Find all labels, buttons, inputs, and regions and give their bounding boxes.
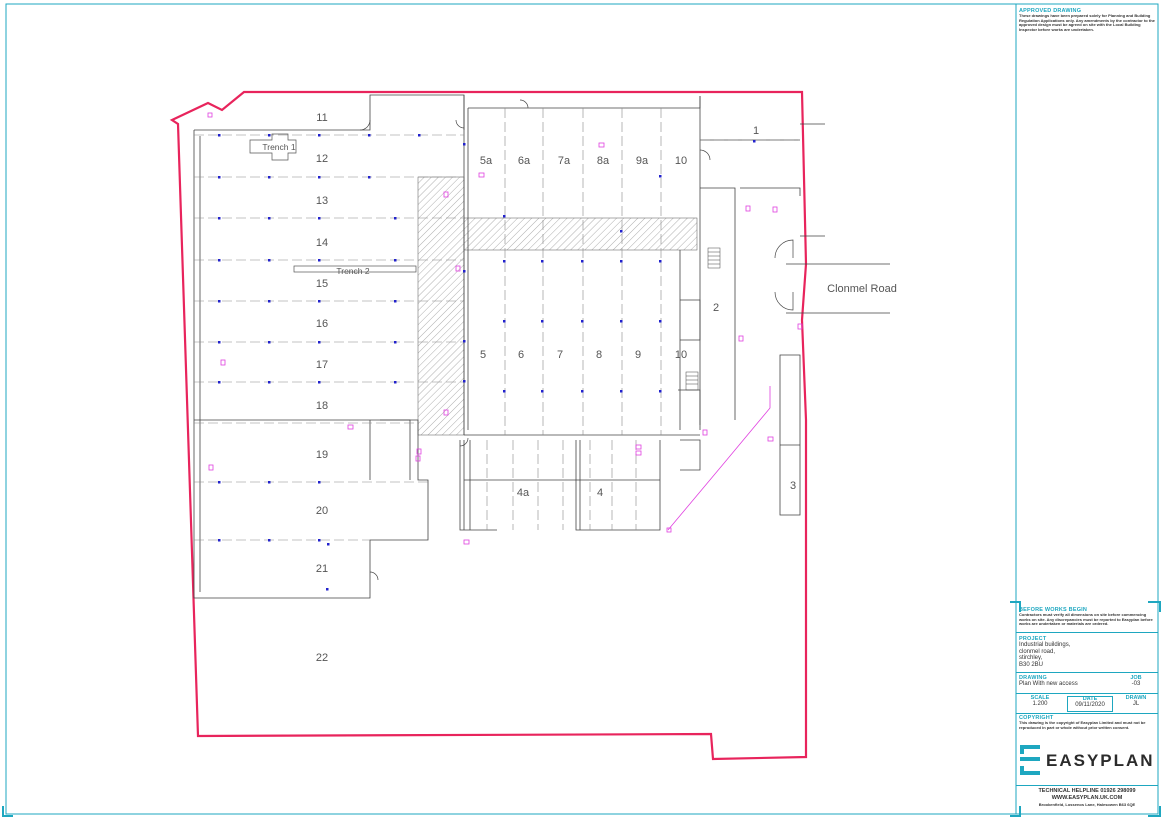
project-line: Industrial buildings, (1019, 642, 1071, 648)
unit-label: 14 (316, 237, 328, 249)
job-heading: JOB (1130, 675, 1142, 681)
unit-label: 8 (596, 349, 602, 361)
hatched-area-corridor (463, 217, 698, 251)
unit-label: 5a (480, 155, 493, 167)
trench-2-outline (293, 265, 417, 273)
date-value: 09/11/2020 (1075, 702, 1105, 708)
corner-marks (2, 601, 1161, 817)
project-section: PROJECT Industrial buildings, clonmel ro… (1019, 636, 1155, 668)
unit-label: 11 (316, 112, 327, 124)
divider (1016, 713, 1158, 714)
unit-label: 15 (316, 278, 328, 290)
address: Brookenfield, Lossenos Lane, Halesowen B… (1038, 802, 1136, 807)
date-cell-border (1067, 696, 1113, 712)
unit-labels: 11 12 13 14 15 16 17 18 19 20 21 22 5a 6… (316, 112, 796, 664)
easyplan-logo-icon (1020, 745, 1040, 775)
divider (1016, 693, 1158, 694)
unit-label: 1 (753, 125, 759, 137)
unit-label: 17 (316, 359, 328, 371)
unit-label: 7 (557, 349, 563, 361)
job-value: -03 (1131, 681, 1141, 687)
hatched-area-west (417, 176, 465, 436)
trench-1-label: Trench 1 (262, 142, 296, 152)
helpline: TECHNICAL HELPLINE 01926 298099 (1038, 788, 1136, 794)
divider (1016, 672, 1158, 673)
website: WWW.EASYPLAN.UK.COM (1051, 795, 1123, 801)
unit-label: 18 (316, 400, 328, 412)
easyplan-logo: EASYPLAN (1046, 751, 1155, 770)
sheet-border (5, 3, 1159, 815)
unit-label: 4a (517, 487, 530, 499)
drawn-value: JL (1132, 701, 1140, 707)
site-boundary (169, 90, 808, 761)
project-line: B30 2BU (1019, 661, 1044, 668)
unit-label: 20 (316, 505, 328, 517)
before-heading: BEFORE WORKS BEGIN (1019, 607, 1088, 613)
unit-label: 21 (316, 563, 328, 575)
unit-label: 9a (636, 155, 649, 167)
stairs (685, 247, 721, 391)
date-heading: DATE (1082, 696, 1098, 702)
unit-label: 19 (316, 449, 328, 461)
approved-heading: APPROVED DRAWING (1019, 8, 1082, 14)
unit-label: 13 (316, 195, 328, 207)
divider (1016, 785, 1158, 786)
drawing-section: DRAWING Plan With new access (1019, 675, 1119, 688)
scale-cell: SCALE 1.200 (1020, 695, 1060, 707)
copyright-text: This drawing is the copyright of Easypla… (1019, 720, 1146, 730)
unit-label: 4 (597, 487, 603, 499)
unit-label: 8a (597, 155, 610, 167)
before-text: Contractors must verify all dimensions o… (1019, 612, 1153, 627)
drawn-heading: DRAWN (1125, 695, 1147, 701)
level-markers (207, 112, 803, 545)
building-walls (193, 94, 890, 599)
new-access-route (667, 386, 771, 531)
unit-label: 10 (675, 349, 687, 361)
unit-label: 9 (635, 349, 641, 361)
unit-label: 10 (675, 155, 687, 167)
unit-label: 12 (316, 153, 328, 165)
divider (1016, 632, 1158, 633)
unit-label: 6 (518, 349, 524, 361)
unit-label: 22 (316, 652, 328, 664)
copyright-section: COPYRIGHT This drawing is the copyright … (1019, 715, 1155, 730)
unit-label: 5 (480, 349, 486, 361)
footer: TECHNICAL HELPLINE 01926 298099 WWW.EASY… (1016, 788, 1158, 808)
trench-2-label: Trench 2 (336, 266, 370, 276)
before-works-section: BEFORE WORKS BEGIN Contractors must veri… (1019, 607, 1155, 627)
trench-1-outline (249, 133, 297, 161)
unit-label: 7a (558, 155, 571, 167)
unit-label: 2 (713, 302, 719, 314)
approved-drawing-section: APPROVED DRAWING These drawings have bee… (1019, 8, 1155, 32)
date-cell: DATE 09/11/2020 (1067, 696, 1113, 708)
drawing-value: Plan With new access (1019, 681, 1078, 687)
approved-text: These drawings have been prepared solely… (1019, 13, 1155, 32)
door-swings (359, 99, 794, 581)
project-line: stirchley, (1019, 655, 1043, 662)
copyright-heading: COPYRIGHT (1019, 715, 1054, 721)
scale-heading: SCALE (1030, 695, 1050, 701)
job-section: JOB -03 (1118, 675, 1154, 687)
scale-value: 1.200 (1032, 701, 1048, 707)
unit-label: 3 (790, 480, 796, 492)
project-line: clonmel road, (1019, 648, 1056, 655)
drawing-heading: DRAWING (1019, 675, 1047, 681)
unit-dividers (194, 108, 800, 541)
unit-label: 16 (316, 318, 328, 330)
project-heading: PROJECT (1019, 636, 1047, 642)
drawn-cell: DRAWN JL (1118, 695, 1154, 707)
survey-points (218, 134, 756, 591)
road-label: Clonmel Road (827, 283, 897, 295)
unit-label: 6a (518, 155, 531, 167)
